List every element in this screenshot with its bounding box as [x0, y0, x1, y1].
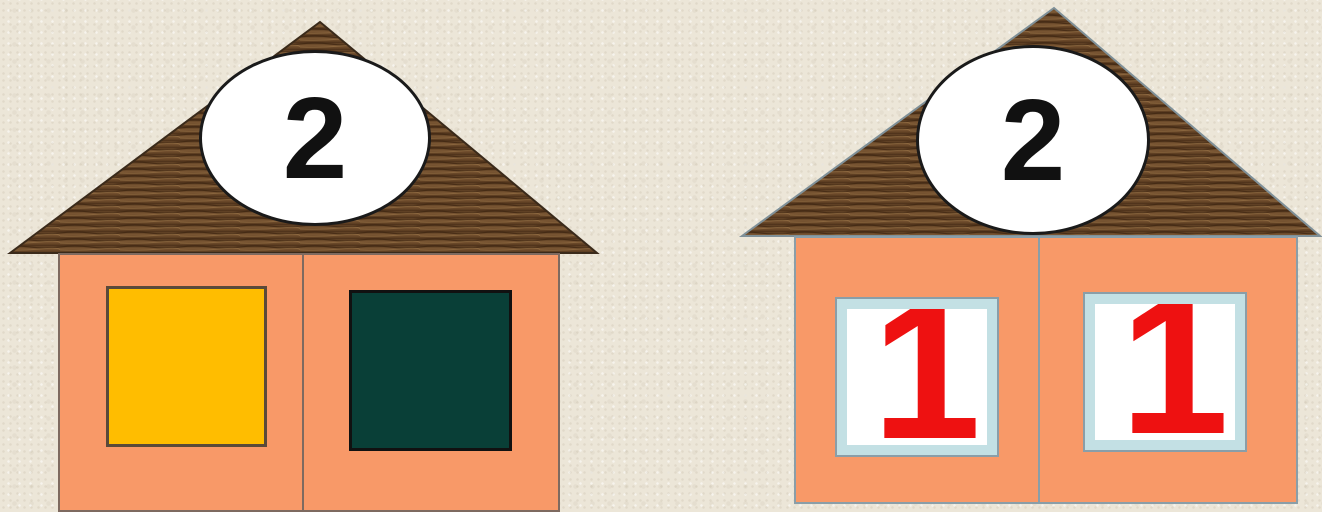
number-window-2-pane: 1: [1095, 304, 1235, 440]
house-right: 2 1 1: [730, 0, 1322, 512]
roof-number-left: 2: [283, 80, 348, 196]
number-window-2-digit: 1: [1120, 304, 1229, 440]
roof-number-right: 2: [1001, 82, 1066, 198]
house-left: 2: [0, 0, 620, 512]
number-window-1-pane: 1: [847, 309, 987, 445]
dark-green-window: [349, 290, 512, 451]
roof-number-oval-left: 2: [199, 50, 431, 226]
yellow-window: [106, 286, 267, 447]
house-right-walls: 1 1: [794, 236, 1298, 504]
house-left-walls: [58, 253, 560, 512]
number-window-1: 1: [835, 297, 999, 457]
roof-number-oval-right: 2: [916, 45, 1150, 235]
number-window-1-digit: 1: [872, 309, 981, 445]
number-window-2: 1: [1083, 292, 1247, 452]
